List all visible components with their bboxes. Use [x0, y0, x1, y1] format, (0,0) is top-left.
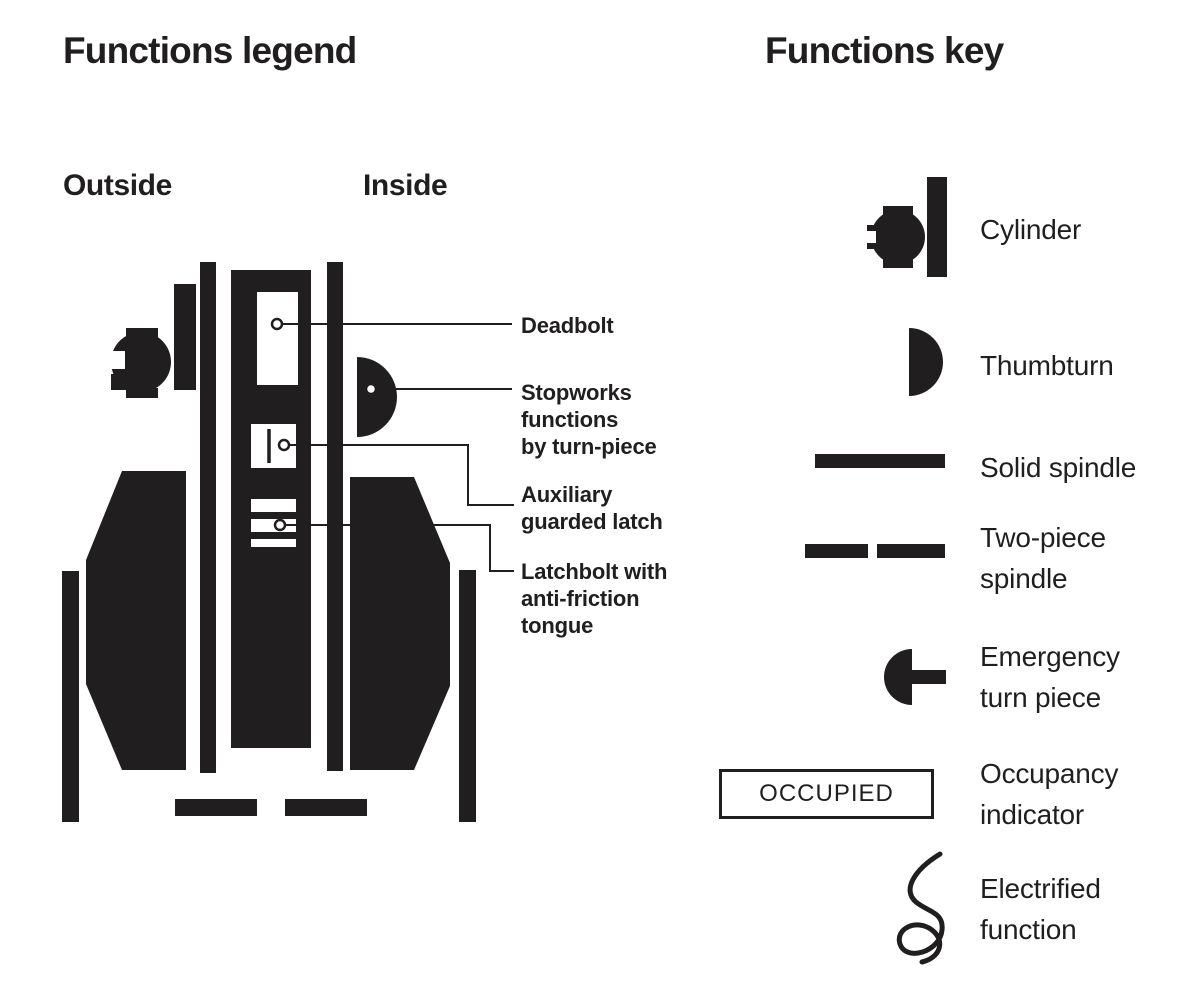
occupied-text: OCCUPIED [759, 780, 894, 807]
cylinder-label: Cylinder [980, 214, 1082, 245]
inside-door-face [327, 262, 343, 771]
emergency-turn-piece-label: Emergency turn piece [980, 641, 1120, 713]
two-piece-spindle-icon-2 [877, 544, 945, 558]
deadbolt-cutout [257, 292, 298, 385]
spindle-bar-right [285, 799, 367, 816]
outside-door-face [200, 262, 216, 773]
thumbturn-label: Thumbturn [980, 350, 1114, 381]
auxiliary-leader [290, 444, 514, 506]
inside-trim [350, 477, 450, 770]
cylinder-collar [174, 284, 196, 390]
solid-spindle-label: Solid spindle [980, 452, 1137, 483]
outside-label: Outside [63, 169, 172, 202]
electrified-function-icon [896, 851, 945, 965]
inside-label: Inside [363, 169, 448, 202]
emergency-turn-piece-icon [884, 649, 946, 705]
solid-spindle-icon [815, 454, 945, 468]
spindle-bar-left [175, 799, 257, 816]
cylinder-icon [867, 177, 947, 277]
occupancy-indicator-label: Occupancy indicator [980, 758, 1119, 830]
outside-lever-bar [62, 571, 79, 822]
outside-trim [86, 471, 186, 770]
occupancy-indicator-icon: OCCUPIED [719, 769, 934, 819]
callout-lines [283, 323, 514, 572]
stopworks-label: Stopworks functions by turn-piece [521, 380, 657, 459]
latchbolt-leader [286, 524, 514, 572]
key-title: Functions key [765, 30, 1004, 71]
thumbturn-shape [357, 357, 397, 437]
deadbolt-label: Deadbolt [521, 313, 614, 338]
auxiliary-label: Auxiliary guarded latch [521, 482, 663, 534]
legend-title: Functions legend [63, 30, 357, 71]
two-piece-spindle-label: Two-piece spindle [980, 522, 1106, 594]
auxiliary-latch-cutout [251, 424, 296, 468]
cylinder-profile-icon [110, 328, 171, 398]
inside-lever-bar [459, 570, 476, 822]
thumbturn-screw [364, 382, 378, 396]
latchbolt-label: Latchbolt with anti-friction tongue [521, 559, 668, 638]
mortise-lock-diagram [62, 262, 514, 822]
thumbturn-icon [909, 328, 943, 396]
electrified-function-label: Electrified function [980, 873, 1101, 945]
two-piece-spindle-icon [805, 544, 868, 558]
latchbolt-cutout [251, 499, 296, 547]
